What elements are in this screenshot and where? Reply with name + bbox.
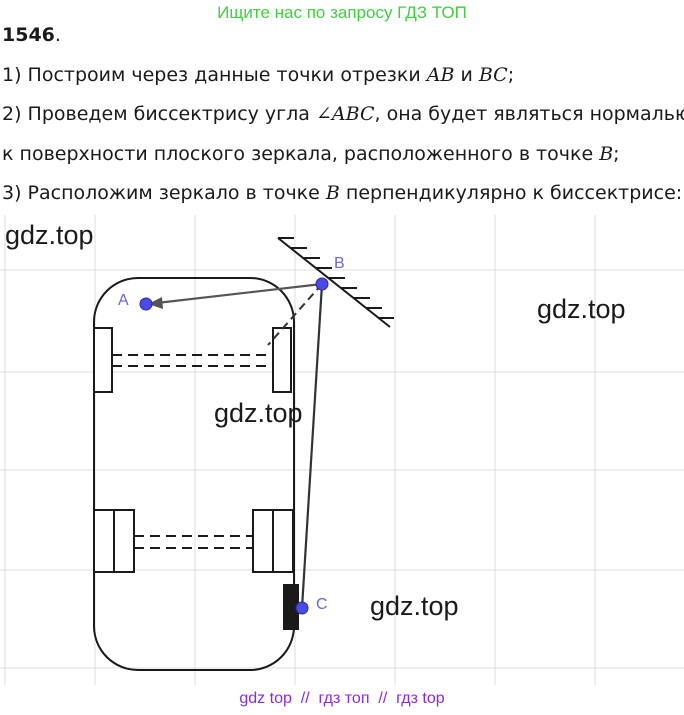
step-1-mid: и — [454, 64, 479, 86]
rear-left-wheel-outer — [93, 509, 115, 573]
point-b-ref-2: B — [325, 182, 340, 204]
point-b — [315, 277, 329, 291]
step-2-end: , она будет являться нормалью — [374, 103, 684, 125]
label-a: A — [118, 292, 129, 309]
step-3: 3) Расположим зеркало в точке B перпенди… — [2, 182, 682, 204]
ray-cb — [300, 283, 324, 609]
ray-ba — [147, 282, 323, 306]
watermark-4: gdz.top — [370, 591, 459, 621]
point-b-ref: B — [599, 143, 614, 165]
mirror-diagram: A B C — [0, 215, 684, 685]
search-banner: Ищите нас по запросу ГДЗ ТОП — [217, 3, 467, 22]
angle-abc: ∠ABC — [315, 103, 375, 125]
front-left-wheel — [93, 327, 113, 393]
rear-right-wheel-inner — [252, 509, 274, 573]
point-a — [139, 297, 153, 311]
segment-ab: AB — [426, 64, 455, 86]
front-axle — [93, 327, 292, 393]
step-2-continued: к поверхности плоского зеркала, располож… — [2, 143, 620, 165]
step-1-end: ; — [507, 64, 515, 86]
footer-watermark: gdz top // гдз топ // гдз top — [239, 690, 445, 707]
step-2-cont-prefix: к поверхности плоского зеркала, располож… — [2, 143, 600, 165]
watermark-1: gdz.top — [5, 220, 94, 250]
grid — [0, 215, 684, 685]
point-c — [295, 601, 309, 615]
rear-right-wheel-outer — [272, 509, 294, 573]
watermark-2: gdz.top — [537, 294, 626, 324]
problem-number-value: 1546 — [2, 24, 55, 46]
step-2-cont-end: ; — [613, 143, 620, 165]
label-b: B — [334, 255, 345, 272]
step-1-prefix: 1) Построим через данные точки отрезки — [2, 64, 427, 86]
arrowhead-to-a — [148, 297, 163, 309]
bisector — [267, 283, 323, 346]
segment-bc: BC — [478, 64, 508, 86]
rear-left-wheel-inner — [113, 509, 135, 573]
label-c: C — [316, 596, 328, 613]
rear-axle — [93, 509, 294, 573]
mirror — [277, 237, 394, 328]
step-2-prefix: 2) Проведем биссектрису угла — [2, 103, 316, 125]
watermark-3: gdz.top — [214, 398, 303, 428]
car-body — [93, 277, 295, 671]
step-3-prefix: 3) Расположим зеркало в точке — [2, 182, 326, 204]
step-3-end: перпендикулярно к биссектрисе: — [339, 182, 683, 204]
observer-block — [283, 584, 299, 630]
problem-number-suffix: . — [54, 24, 61, 46]
step-1: 1) Построим через данные точки отрезки A… — [2, 64, 514, 86]
step-2: 2) Проведем биссектрису угла ∠ABC, она б… — [2, 103, 684, 125]
problem-number: 1546. — [2, 24, 61, 46]
